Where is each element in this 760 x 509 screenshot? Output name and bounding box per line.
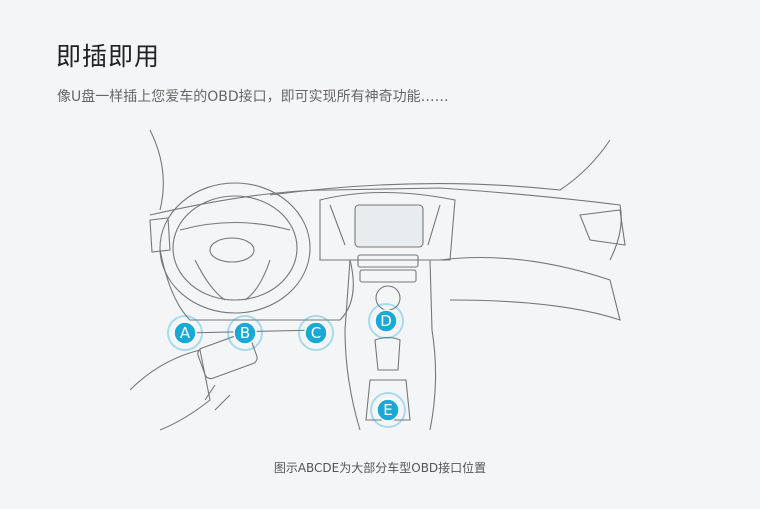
svg-text:B: B	[240, 324, 250, 342]
svg-text:A: A	[180, 324, 191, 342]
page-title: 即插即用	[56, 42, 161, 71]
infotainment-screen	[354, 204, 424, 248]
steering-wheel	[159, 182, 311, 314]
obd-marker-c: C	[298, 315, 334, 351]
svg-text:C: C	[311, 324, 321, 342]
gear-shifter	[374, 336, 401, 371]
page-subtitle: 像U盘一样插上您爱车的OBD接口，即可实现所有神奇功能……	[57, 89, 449, 105]
obd-dongle	[197, 332, 258, 380]
obd-marker-a: A	[167, 315, 203, 351]
obd-marker-b: B	[227, 315, 263, 351]
svg-text:E: E	[383, 401, 392, 419]
illustration-caption: 图示ABCDE为大部分车型OBD接口位置	[273, 461, 487, 475]
obd-marker-d: D	[368, 303, 404, 339]
svg-text:D: D	[380, 312, 392, 330]
obd-marker-e: E	[370, 392, 406, 428]
